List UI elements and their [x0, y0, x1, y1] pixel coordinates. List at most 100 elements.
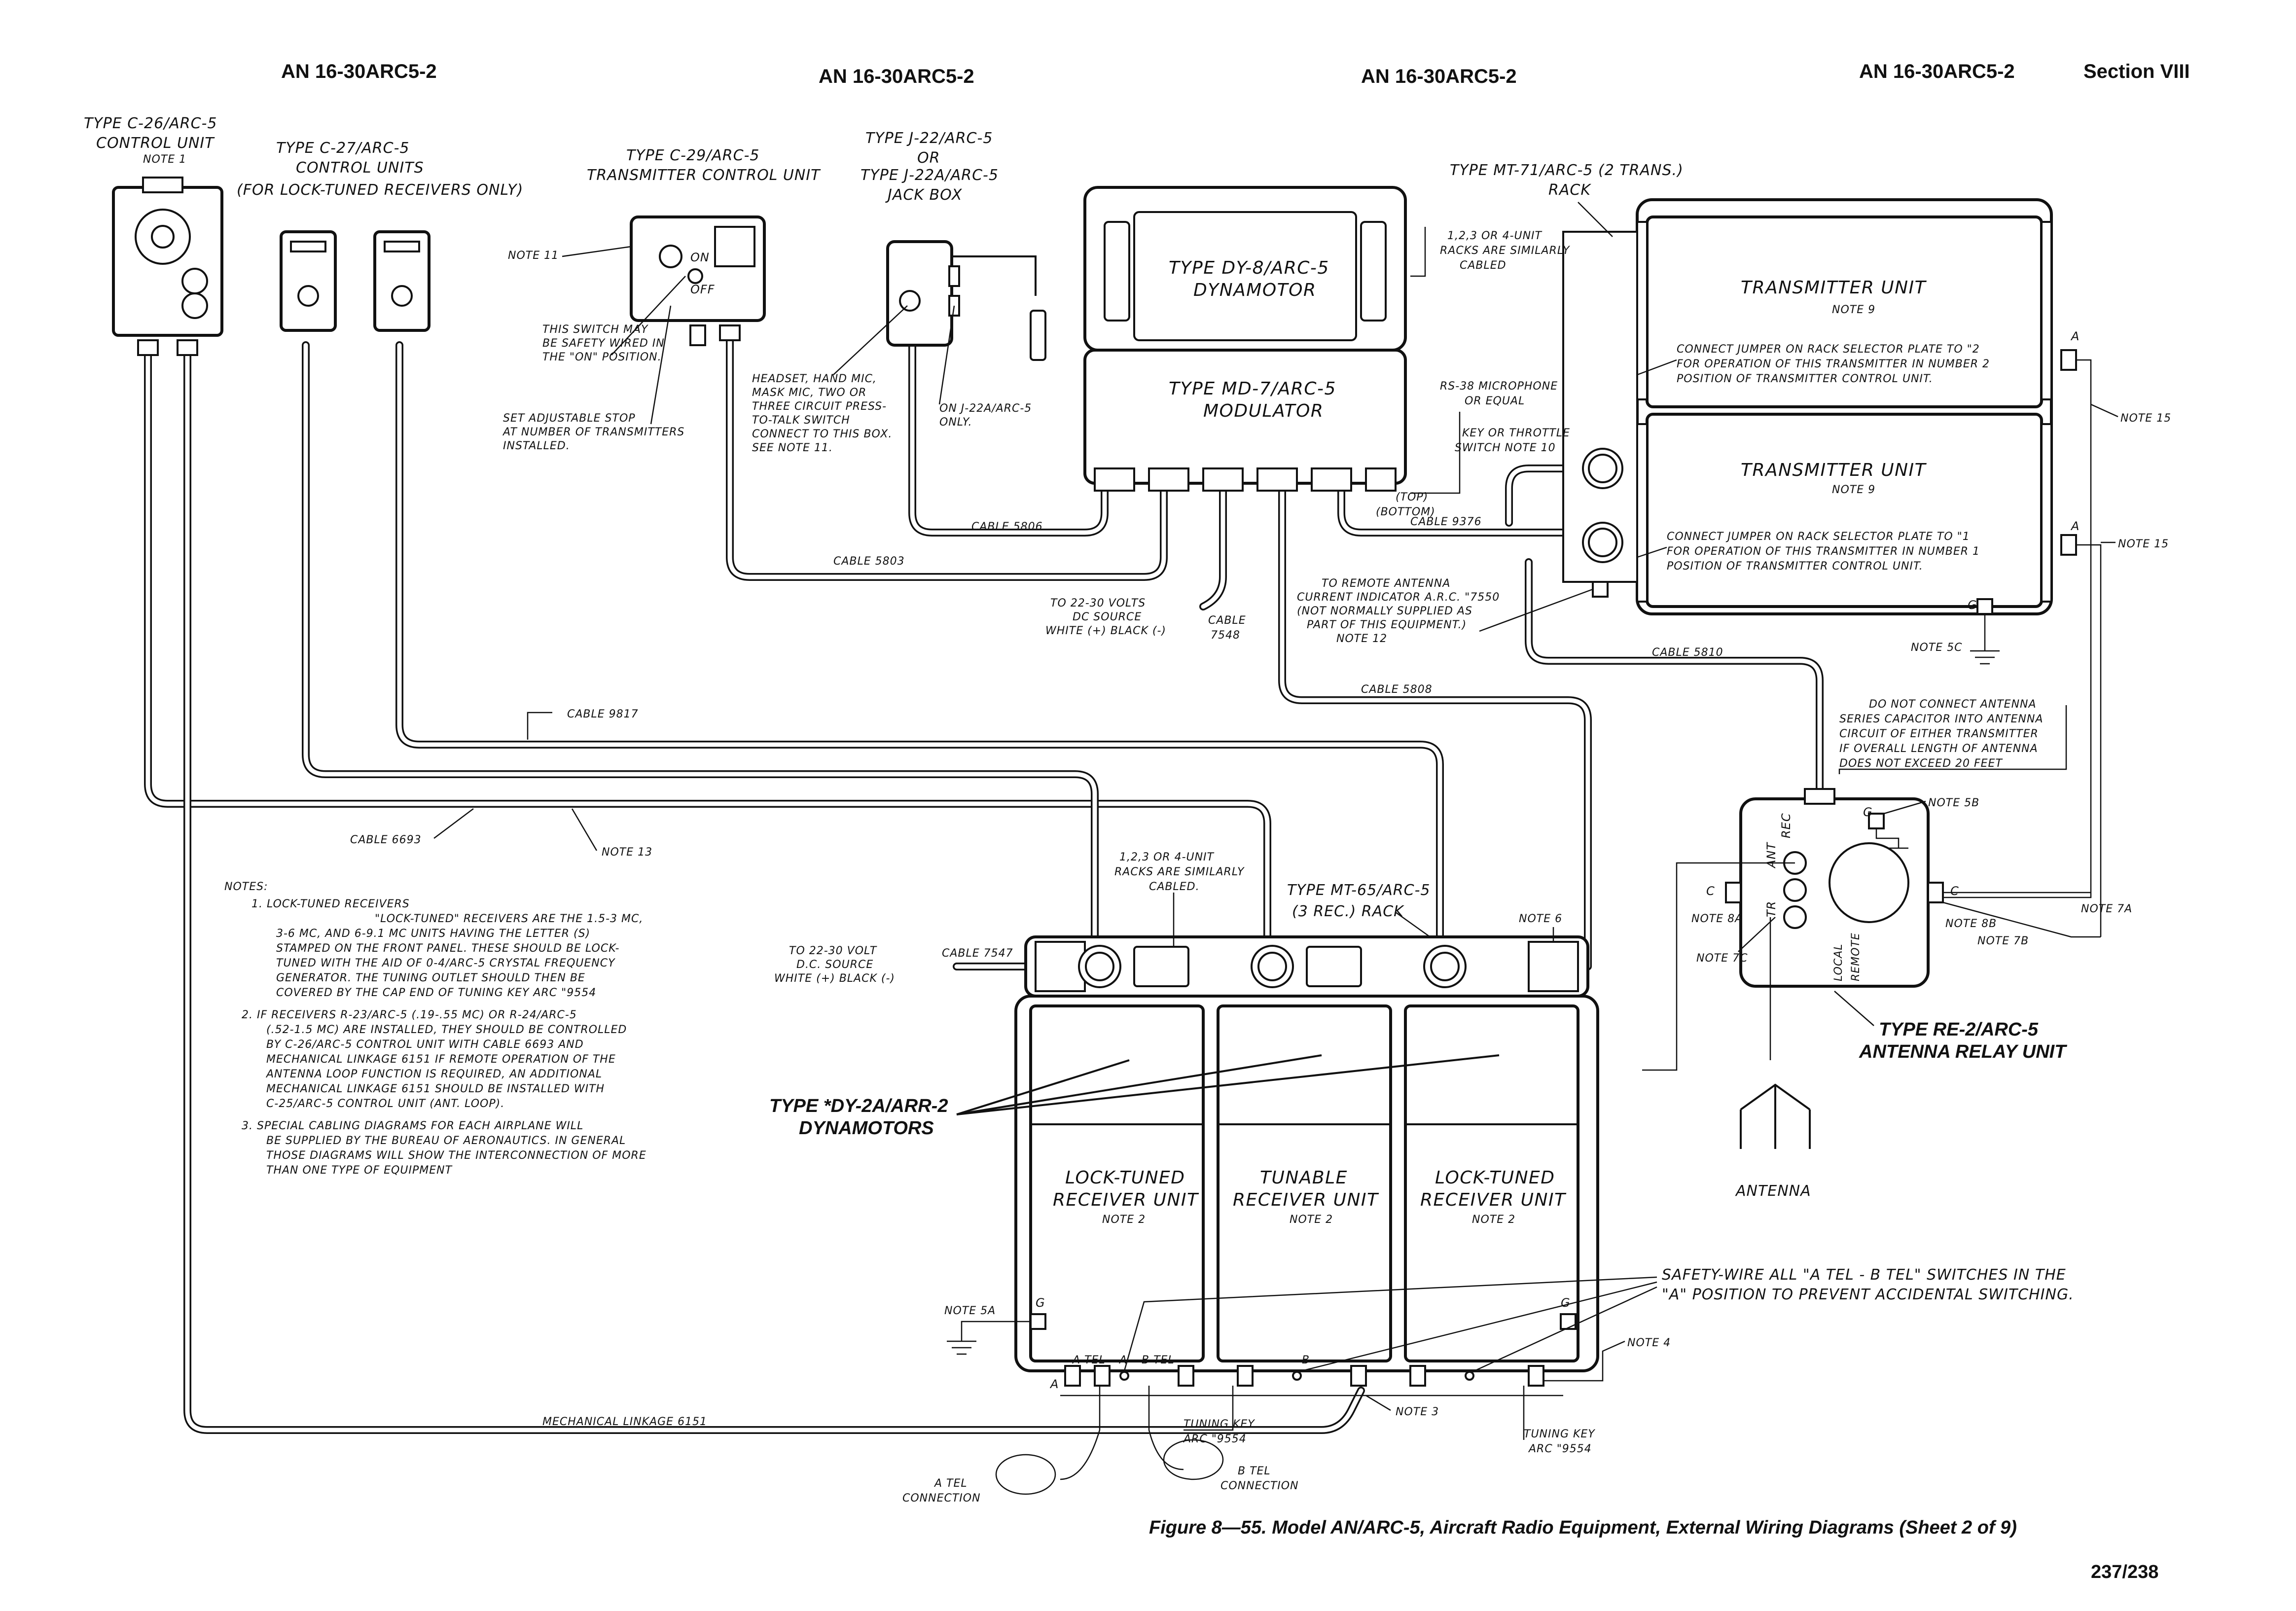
notes-line-4: STAMPED ON THE FRONT PANEL. THESE SHOULD…: [276, 942, 619, 955]
page-number: 237/238: [2091, 1562, 2158, 1582]
note-7b-label: NOTE 7B: [1977, 935, 2029, 947]
a-tel-line-2: CONNECTION: [902, 1492, 981, 1504]
note-3-label: NOTE 3: [1396, 1406, 1439, 1418]
notes-line-12: ANTENNA LOOP FUNCTION IS REQUIRED, AN AD…: [265, 1068, 602, 1080]
note-15-top: NOTE 15: [2120, 412, 2171, 425]
a-tel-line-1: A TEL: [933, 1477, 968, 1490]
dc-rx-2: D.C. SOURCE: [796, 959, 873, 971]
dy8-subtitle: DYNAMOTOR: [1193, 280, 1317, 300]
note-7a-label: NOTE 7A: [2081, 903, 2132, 915]
note-5a-label: NOTE 5A: [944, 1305, 996, 1317]
dy2a-subtitle: DYNAMOTORS: [799, 1118, 934, 1139]
notes-line-8: 2. IF RECEIVERS R-23/ARC-5 (.19-.55 MC) …: [242, 1009, 577, 1021]
racks-rx-note-3: CABLED.: [1149, 881, 1200, 893]
rx-term-g-right: G: [1561, 1296, 1571, 1310]
c26-subtitle: CONTROL UNIT: [96, 135, 215, 152]
header-doc-id-2: AN 16-30ARC5-2: [819, 66, 974, 87]
re2-antenna-relay-unit: DO NOT CONNECT ANTENNA SERIES CAPACITOR …: [1642, 698, 2132, 1200]
c26-control-unit: TYPE C-26/ARC-5 CONTROL UNIT NOTE 1: [84, 115, 223, 356]
rs38-note-1: RS-38 MICROPHONE: [1440, 380, 1558, 393]
md7-subtitle: MODULATOR: [1203, 401, 1324, 421]
notes-line-3: 3-6 MC, AND 6-9.1 MC UNITS HAVING THE LE…: [276, 928, 590, 940]
cable-runs: [144, 326, 1824, 1434]
racks-rx-note-2: RACKS ARE SIMILARLY: [1114, 866, 1245, 878]
remote-ant-note-2: CURRENT INDICATOR A.R.C. "7550: [1297, 591, 1500, 604]
jumper2-note-2: FOR OPERATION OF THIS TRANSMITTER IN NUM…: [1677, 358, 1990, 370]
b-tel-line-2: CONNECTION: [1220, 1480, 1299, 1492]
no-connect-4: IF OVERALL LENGTH OF ANTENNA: [1839, 743, 2038, 755]
notes-line-5: TUNED WITH THE AID OF 0-4/ARC-5 CRYSTAL …: [276, 957, 615, 969]
headset-note-3: THREE CIRCUIT PRESS-: [752, 400, 887, 413]
headset-note-5: CONNECT TO THIS BOX.: [752, 428, 892, 440]
notes-block: NOTES: 1. LOCK-TUNED RECEIVERS "LOCK-TUN…: [224, 881, 646, 1177]
headset-note-6: SEE NOTE 11.: [752, 442, 833, 454]
switch-off-label: OFF: [690, 283, 715, 296]
jumper2-note-3: POSITION OF TRANSMITTER CONTROL UNIT.: [1677, 373, 1933, 385]
switch-on-label: ON: [690, 251, 710, 264]
relay-term-c-right: C: [1950, 884, 1959, 898]
stop-note-1: SET ADJUSTABLE STOP: [503, 412, 636, 425]
mt71-subtitle: RACK: [1548, 181, 1591, 199]
notes-line-15: 3. SPECIAL CABLING DIAGRAMS FOR EACH AIR…: [242, 1120, 583, 1132]
tuning-key-2-line-2: ARC "9554: [1528, 1443, 1592, 1455]
relay-rec-label: REC: [1779, 813, 1793, 838]
notes-line-14: C-25/ARC-5 CONTROL UNIT (ANT. LOOP).: [266, 1098, 504, 1110]
cable-5803-label: CABLE 5803: [833, 555, 905, 568]
jumper1-note-3: POSITION OF TRANSMITTER CONTROL UNIT.: [1667, 560, 1923, 573]
tx-top-title: TRANSMITTER UNIT: [1741, 278, 1927, 298]
no-connect-3: CIRCUIT OF EITHER TRANSMITTER: [1839, 728, 2039, 740]
tel-connections: A TEL CONNECTION B TEL CONNECTION: [902, 1386, 1299, 1504]
note-5c-label: NOTE 5C: [1911, 642, 1962, 654]
key-note-2: SWITCH NOTE 10: [1455, 442, 1556, 454]
rx-term-atel: A TEL: [1072, 1354, 1106, 1366]
tuning-key-1-line-2: ARC "9554: [1183, 1433, 1247, 1445]
dc-tx-2: DC SOURCE: [1073, 611, 1142, 623]
receiver-terminals: A TEL A B TEL B A: [1049, 1354, 1544, 1391]
rx2-title: TUNABLE: [1260, 1168, 1348, 1188]
remote-ant-note-5: NOTE 12: [1336, 633, 1387, 645]
c27-control-units: TYPE C-27/ARC-5 CONTROL UNITS (FOR LOCK-…: [237, 140, 523, 332]
tx-top-term-a: A: [2070, 329, 2080, 343]
j22a-note-1: ON J-22A/ARC-5: [939, 402, 1032, 415]
relay-term-c-left: C: [1706, 884, 1715, 898]
md7-connectors: [1094, 467, 1397, 492]
racks-rx-note-1: 1,2,3 OR 4-UNIT: [1119, 851, 1215, 863]
headset-note-2: MASK MIC, TWO OR: [752, 387, 866, 399]
j22-title: TYPE J-22/ARC-5: [865, 130, 993, 147]
jumper2-note-1: CONNECT JUMPER ON RACK SELECTOR PLATE TO…: [1677, 343, 1980, 356]
tx-top-note: NOTE 9: [1832, 304, 1875, 316]
no-connect-5: DOES NOT EXCEED 20 FEET: [1839, 757, 2003, 770]
dc-tx-1: TO 22-30 VOLTS: [1050, 597, 1146, 609]
relay-ant-label: ANT: [1764, 842, 1778, 869]
note-15-bottom: NOTE 15: [2118, 538, 2169, 550]
b-tel-line-1: B TEL: [1238, 1465, 1271, 1477]
header-doc-id-3: AN 16-30ARC5-2: [1361, 66, 1517, 87]
tuning-key-1-line-1: TUNING KEY: [1184, 1418, 1255, 1431]
md7-title: TYPE MD-7/ARC-5: [1169, 379, 1336, 399]
header-section: Section VIII: [2083, 61, 2190, 82]
notes-line-9: (.52-1.5 MC) ARE INSTALLED, THEY SHOULD …: [266, 1024, 627, 1036]
note-8b-label: NOTE 8B: [1945, 918, 1997, 930]
c29-subtitle: TRANSMITTER CONTROL UNIT: [587, 167, 821, 184]
rx-term-a: A: [1118, 1354, 1127, 1366]
dc-rx-1: TO 22-30 VOLT: [789, 945, 877, 957]
relay-remote-label: REMOTE: [1850, 932, 1862, 981]
mechanical-linkage-label: MECHANICAL LINKAGE 6151: [542, 1416, 707, 1428]
stop-note-2: AT NUMBER OF TRANSMITTERS: [502, 426, 684, 438]
notes-line-11: MECHANICAL LINKAGE 6151 IF REMOTE OPERAT…: [266, 1053, 616, 1066]
j22a-note-2: ONLY.: [939, 416, 972, 429]
notes-heading: NOTES:: [224, 881, 268, 893]
tuning-key-2-line-1: TUNING KEY: [1524, 1428, 1595, 1440]
c27-scope: (FOR LOCK-TUNED RECEIVERS ONLY): [237, 181, 523, 199]
relay-tr-label: TR: [1764, 901, 1778, 917]
cable-5808-label: CABLE 5808: [1361, 683, 1433, 696]
re2-title: TYPE RE-2/ARC-5: [1879, 1019, 2039, 1040]
mt71-title: TYPE MT-71/ARC-5 (2 TRANS.): [1450, 162, 1684, 179]
dy2a-title: TYPE *DY-2A/ARR-2: [769, 1096, 948, 1116]
note-4-label: NOTE 4: [1627, 1337, 1671, 1349]
switch-safety-note-1: THIS SWITCH MAY: [542, 323, 648, 336]
cable-5810-label: CABLE 5810: [1652, 646, 1723, 659]
relay-local-label: LOCAL: [1832, 943, 1845, 981]
